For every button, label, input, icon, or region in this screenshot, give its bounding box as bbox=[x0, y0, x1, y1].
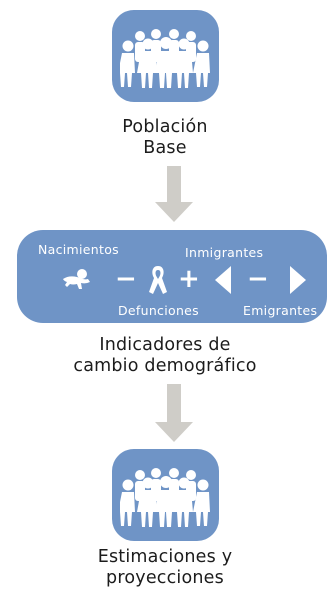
people-group-icon bbox=[120, 465, 211, 527]
births-label: Nacimientos bbox=[38, 242, 119, 257]
minus-operator-2: − bbox=[247, 264, 269, 294]
top-caption-line1: Población bbox=[122, 117, 208, 137]
bottom-caption-line1: Estimaciones y bbox=[97, 547, 233, 567]
arrow-right-triangle-icon bbox=[290, 266, 306, 294]
immigrants-label: Inmigrantes bbox=[185, 245, 264, 260]
emigrants-label: Emigrantes bbox=[243, 303, 318, 318]
bottom-node-caption: Estimaciones y proyecciones bbox=[70, 547, 260, 589]
ribbon-icon bbox=[147, 264, 169, 296]
arrow-left-triangle-icon bbox=[215, 266, 231, 294]
top-people-tile bbox=[112, 10, 219, 102]
top-caption-line2: Base bbox=[143, 138, 187, 158]
indicators-caption-line1: Indicadores de bbox=[99, 335, 231, 355]
flow-arrow-2 bbox=[155, 384, 193, 442]
indicators-band: Nacimientos Inmigrantes Defunciones Emig… bbox=[17, 230, 327, 323]
minus-operator-1: − bbox=[115, 264, 137, 294]
people-group-icon bbox=[120, 26, 211, 88]
plus-operator: + bbox=[178, 264, 200, 294]
bottom-caption-line2: proyecciones bbox=[106, 568, 224, 588]
bottom-people-tile bbox=[112, 449, 219, 541]
top-node-caption: Población Base bbox=[90, 117, 240, 159]
deaths-label: Defunciones bbox=[118, 303, 199, 318]
indicators-caption: Indicadores de cambio demográfico bbox=[60, 335, 270, 377]
baby-crawling-icon bbox=[61, 268, 93, 290]
indicators-caption-line2: cambio demográfico bbox=[73, 356, 257, 376]
flow-arrow-1 bbox=[155, 166, 193, 222]
